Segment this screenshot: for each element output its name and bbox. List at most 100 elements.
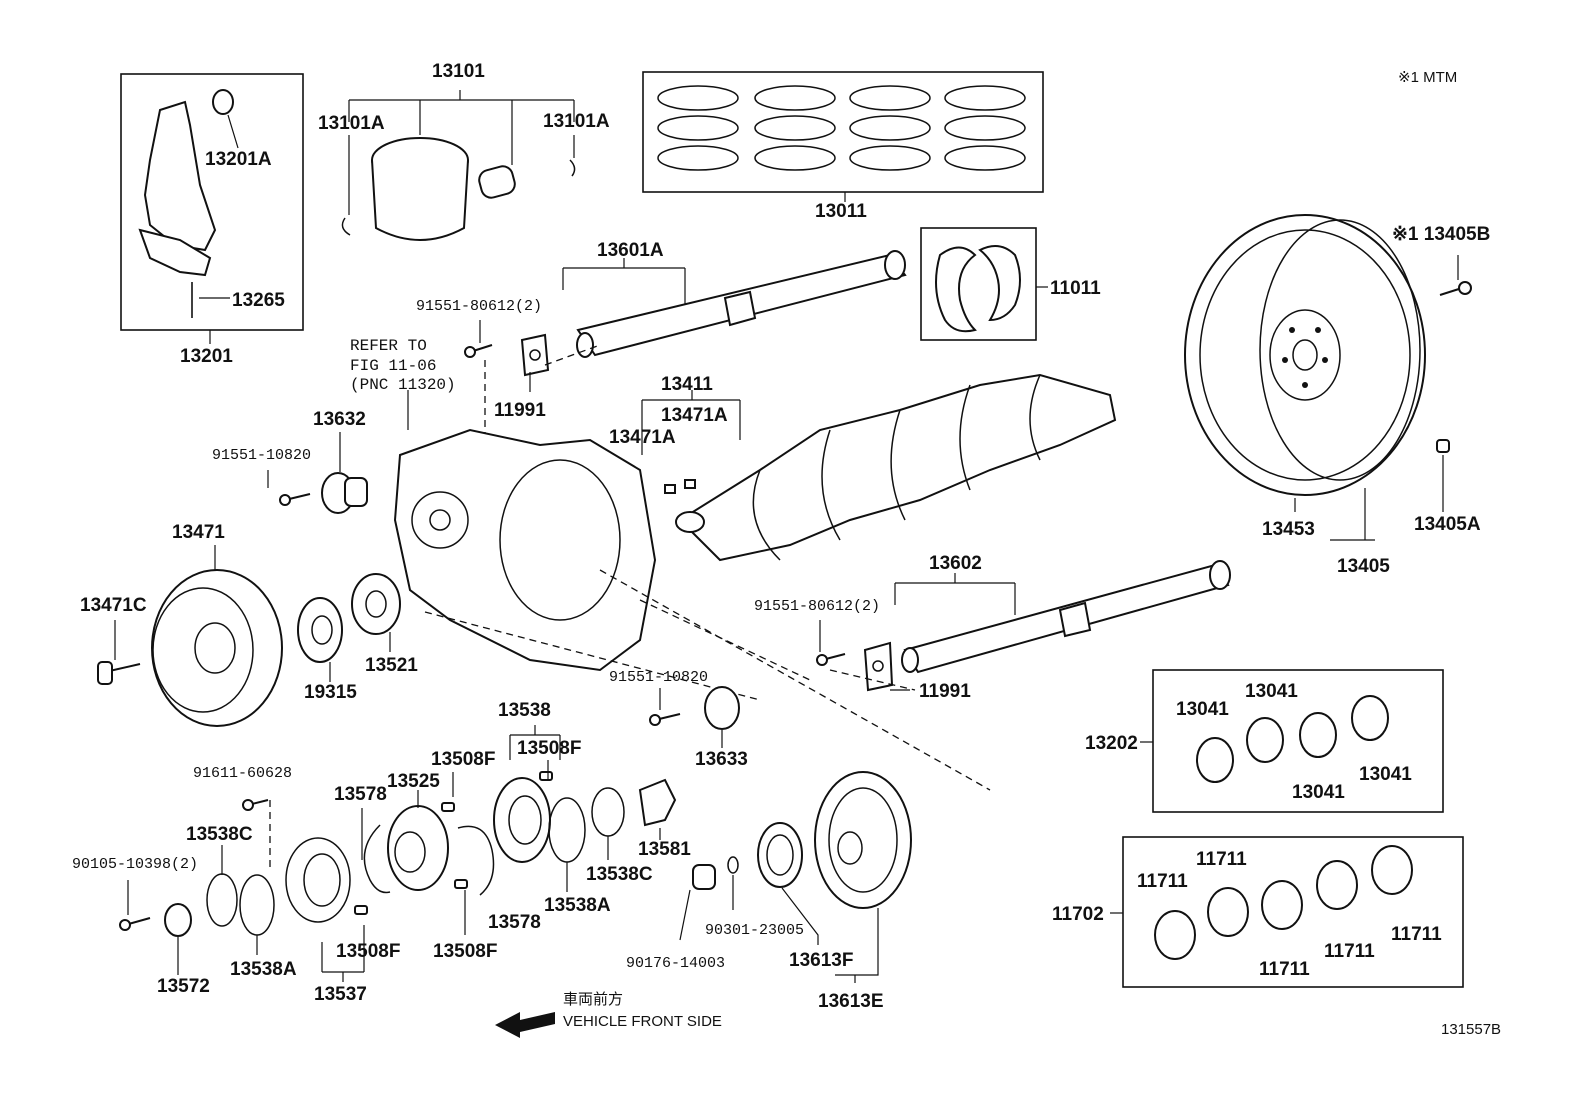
label-13525[interactable]: 13525 (387, 771, 440, 792)
label-13041-d[interactable]: 13041 (1359, 764, 1412, 785)
label-13265[interactable]: 13265 (232, 290, 285, 311)
label-13581[interactable]: 13581 (638, 839, 691, 860)
label-13101[interactable]: 13101 (432, 61, 485, 82)
thrust-plate-lower-icon (863, 641, 894, 692)
rod-bearings-box (1152, 669, 1444, 813)
label-13201A[interactable]: 13201A (205, 149, 272, 170)
pump-body-13537-icon (285, 837, 351, 923)
label-13405B[interactable]: ※1 13405B (1392, 224, 1490, 245)
label-13202[interactable]: 13202 (1085, 733, 1138, 754)
label-13633[interactable]: 13633 (695, 749, 748, 770)
crank-key-2-icon (684, 479, 696, 489)
label-13453[interactable]: 13453 (1262, 519, 1315, 540)
main-bearings-group (1110, 836, 1464, 988)
label-90301-23005[interactable]: 90301-23005 (705, 922, 804, 939)
label-13471[interactable]: 13471 (172, 522, 225, 543)
pump-rotor-13525-icon (387, 805, 449, 891)
label-11011[interactable]: 11011 (1050, 278, 1101, 299)
label-13578-a[interactable]: 13578 (334, 784, 387, 805)
refer-note-3: (PNC 11320) (350, 376, 456, 394)
label-11702[interactable]: 11702 (1052, 904, 1104, 925)
label-11711-b[interactable]: 11711 (1196, 849, 1247, 870)
label-13041-b[interactable]: 13041 (1245, 681, 1298, 702)
balance-shaft-lower (816, 560, 1231, 692)
label-13508F-c[interactable]: 13508F (336, 941, 400, 962)
label-13041-a[interactable]: 13041 (1176, 699, 1229, 720)
label-13632[interactable]: 13632 (313, 409, 366, 430)
label-13521[interactable]: 13521 (365, 655, 418, 676)
seal-13538C-a-icon (206, 873, 238, 927)
label-19315[interactable]: 19315 (304, 682, 357, 703)
connecting-rod-icon (143, 100, 217, 252)
main-bearings-box (1122, 836, 1464, 988)
thrust-washer-left-icon (935, 246, 977, 333)
flywheel-ring-gear-icon (1184, 214, 1426, 496)
label-13538A-b[interactable]: 13538A (544, 895, 611, 916)
piston-pin-icon (478, 165, 516, 199)
label-13613E[interactable]: 13613E (818, 991, 884, 1012)
label-13601A[interactable]: 13601A (597, 240, 664, 261)
front-label-jp: 車両前方 (563, 991, 623, 1008)
washer-13572-icon (164, 903, 192, 937)
label-11711-e[interactable]: 11711 (1391, 924, 1442, 945)
label-90176-14003[interactable]: 90176-14003 (626, 955, 725, 972)
label-13508F-b[interactable]: 13508F (431, 749, 495, 770)
plug-90176-icon (692, 864, 716, 890)
ring-set-2 (754, 85, 836, 171)
label-91551-10820-b[interactable]: 91551-10820 (609, 669, 708, 686)
label-13201[interactable]: 13201 (180, 346, 233, 367)
label-11711-c[interactable]: 11711 (1259, 959, 1310, 980)
label-11991-b[interactable]: 11991 (919, 681, 971, 702)
idler-gear-upper-group (267, 432, 368, 514)
thrust-washers-group (920, 227, 1048, 341)
label-91551-80612-a[interactable]: 91551-80612(2) (416, 298, 542, 315)
label-13471A-b[interactable]: 13471A (661, 405, 728, 426)
label-13508F-d[interactable]: 13508F (433, 941, 497, 962)
crank-gear-13521-icon (351, 573, 401, 635)
bearing-13041-d-icon (1351, 695, 1389, 741)
label-13508F-a[interactable]: 13508F (517, 738, 581, 759)
pin-13508F-d-icon (454, 879, 468, 889)
label-90105-10398[interactable]: 90105-10398(2) (72, 856, 198, 873)
label-11711-a[interactable]: 11711 (1137, 871, 1188, 892)
label-13613F[interactable]: 13613F (789, 950, 853, 971)
flywheel-hub-icon (1292, 339, 1318, 371)
label-11711-d[interactable]: 11711 (1324, 941, 1375, 962)
ring-set-1 (657, 85, 739, 171)
label-13471A-a[interactable]: 13471A (609, 427, 676, 448)
label-13101A-right[interactable]: 13101A (543, 111, 610, 132)
relief-valve-13581-icon (638, 778, 677, 827)
label-91551-10820-a[interactable]: 91551-10820 (212, 447, 311, 464)
label-13405[interactable]: 13405 (1337, 556, 1390, 577)
label-91551-80612-b[interactable]: 91551-80612(2) (754, 598, 880, 615)
label-13471C[interactable]: 13471C (80, 595, 147, 616)
gasket-90301-icon (727, 856, 739, 874)
idler-gear-lower-group (649, 686, 740, 748)
label-11991-a[interactable]: 11991 (494, 400, 546, 421)
flywheel-dowel-icon (1436, 439, 1450, 453)
label-13538A-a[interactable]: 13538A (230, 959, 297, 980)
diagram-id: 131557B (1441, 1021, 1501, 1038)
label-91611-60628[interactable]: 91611-60628 (193, 765, 292, 782)
label-13011[interactable]: 13011 (815, 201, 867, 222)
label-13411[interactable]: 13411 (661, 374, 713, 395)
flywheel-group (1184, 214, 1472, 541)
gasket-13538A-a-icon (239, 874, 275, 936)
label-13538[interactable]: 13538 (498, 700, 551, 721)
rod-bushing-icon (212, 89, 234, 115)
crank-pulley-icon (151, 569, 283, 727)
seal-13538C-b-icon (591, 787, 625, 837)
bearing-13041-c-icon (1299, 712, 1337, 758)
label-13602[interactable]: 13602 (929, 553, 982, 574)
label-13041-c[interactable]: 13041 (1292, 782, 1345, 803)
label-13101A-left[interactable]: 13101A (318, 113, 385, 134)
ring-set-4 (944, 85, 1026, 171)
mtm-note: ※1 MTM (1398, 69, 1457, 86)
label-13578-b[interactable]: 13578 (488, 912, 541, 933)
label-13572[interactable]: 13572 (157, 976, 210, 997)
label-13538C-b[interactable]: 13538C (586, 864, 653, 885)
label-13538C-a[interactable]: 13538C (186, 824, 253, 845)
label-13405A[interactable]: 13405A (1414, 514, 1481, 535)
label-13537[interactable]: 13537 (314, 984, 367, 1005)
crankshaft-group (641, 373, 1117, 562)
